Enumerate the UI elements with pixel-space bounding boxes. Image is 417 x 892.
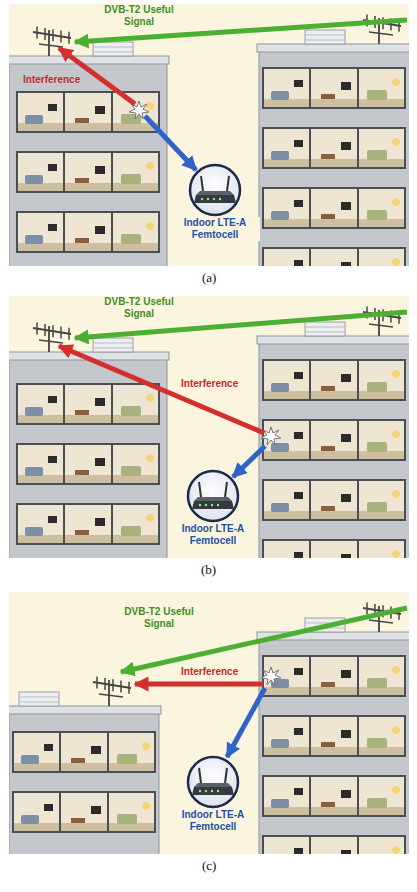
router-top (196, 191, 234, 195)
router-body (192, 787, 234, 795)
femtocell-label: Indoor LTE-A Femtocell (168, 809, 258, 833)
signal-label: DVB-T2 Useful Signal (99, 4, 179, 28)
router-led (199, 790, 201, 792)
femtocell-arrow (233, 446, 265, 477)
router-led (205, 790, 207, 792)
tv-antenna (93, 677, 131, 706)
femtocell-label: Indoor LTE-A Femtocell (168, 523, 258, 547)
femtocell-icon (170, 163, 260, 217)
router-led (199, 504, 201, 506)
femtocell-circle (190, 165, 240, 215)
router-top (194, 497, 232, 501)
scenario-panel (7, 4, 413, 288)
router-led (205, 504, 207, 506)
router-led (211, 790, 213, 792)
interference-arrow (59, 346, 264, 433)
router-led (207, 198, 209, 200)
panel-caption: (b) (199, 562, 218, 578)
femtocell-icon (168, 469, 258, 523)
router-led (213, 198, 215, 200)
router-antenna (225, 482, 227, 497)
interference-source (261, 427, 281, 445)
interference-label: Interference (179, 378, 240, 390)
router-led (217, 504, 219, 506)
femtocell-circle (188, 757, 238, 807)
right-building (257, 15, 409, 266)
right-building (257, 307, 409, 558)
router-led (201, 198, 203, 200)
router-antenna (225, 768, 227, 783)
router-body (194, 195, 236, 203)
left-building (9, 27, 169, 266)
scenario-panel (7, 592, 413, 876)
signal-label: DVB-T2 Useful Signal (119, 606, 199, 630)
router-led (219, 198, 221, 200)
panel-caption: (c) (200, 858, 218, 874)
interference-label: Interference (21, 74, 82, 86)
femtocell-node: Indoor LTE-A Femtocell (168, 469, 258, 549)
femtocell-arrow (227, 688, 265, 757)
scenario-panel (7, 296, 413, 580)
router-antenna (199, 768, 201, 783)
router-antenna (227, 176, 229, 191)
panel-caption: (a) (200, 270, 218, 286)
femtocell-node: Indoor LTE-A Femtocell (170, 163, 260, 243)
left-building (9, 677, 161, 854)
router-top (194, 783, 232, 787)
router-led (211, 504, 213, 506)
interference-arrow (135, 682, 263, 687)
router-body (192, 501, 234, 509)
femtocell-label: Indoor LTE-A Femtocell (170, 217, 260, 241)
router-led (217, 790, 219, 792)
signal-label: DVB-T2 Useful Signal (99, 296, 179, 320)
interference-source (261, 667, 281, 685)
femtocell-arrow (145, 116, 196, 170)
femtocell-icon (168, 755, 258, 809)
interference-label: Interference (179, 666, 240, 678)
femtocell-node: Indoor LTE-A Femtocell (168, 755, 258, 835)
right-building (257, 603, 409, 854)
femtocell-circle (188, 471, 238, 521)
router-antenna (201, 176, 203, 191)
router-antenna (199, 482, 201, 497)
